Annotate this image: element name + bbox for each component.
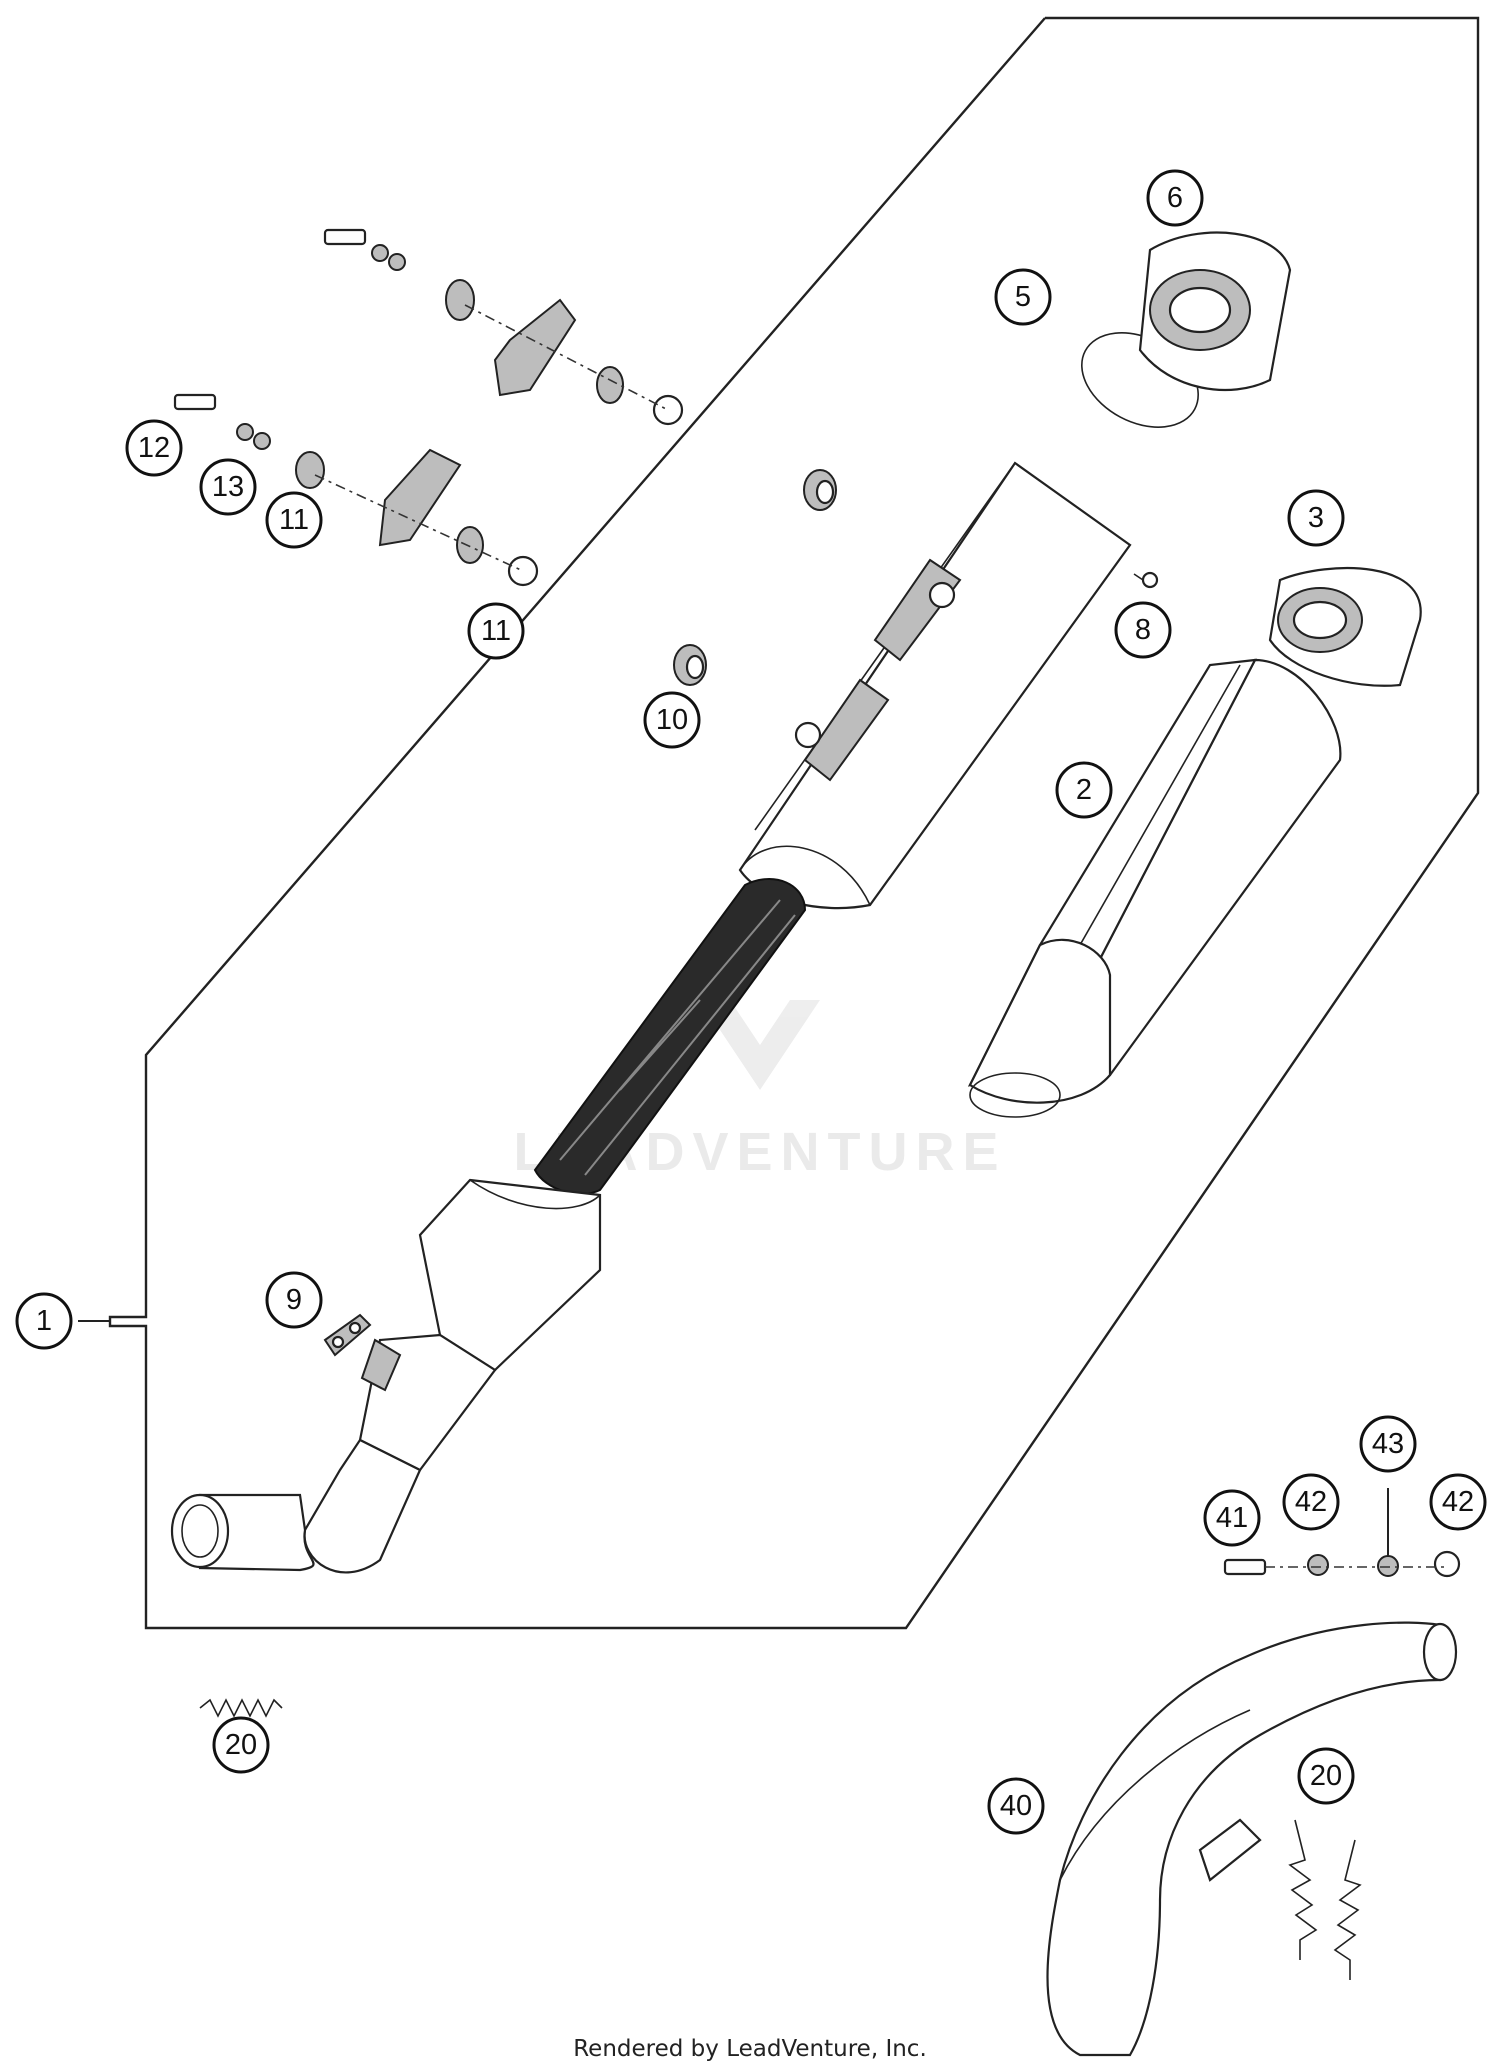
end-cap-small — [1268, 567, 1422, 687]
callout-43: 43 — [1359, 1415, 1417, 1473]
callout-10: 10 — [643, 691, 701, 749]
callout-label: 42 — [1442, 1486, 1474, 1518]
spring-left — [199, 1698, 283, 1718]
callout-label: 13 — [212, 471, 244, 503]
mount-bracket-lower — [173, 393, 539, 587]
header-bolt-group — [1223, 1550, 1461, 1578]
callout-label: 8 — [1135, 614, 1151, 646]
callout-40: 40 — [987, 1777, 1045, 1835]
callout-label: 40 — [1000, 1790, 1032, 1822]
callout-8: 8 — [1114, 601, 1172, 659]
callout-12: 12 — [125, 419, 183, 477]
mount-bracket-upper — [323, 228, 684, 426]
callout-label: 2 — [1076, 774, 1092, 806]
callout-11a: 11 — [265, 491, 323, 549]
spring-right — [1288, 1819, 1362, 1980]
muffler-shell — [738, 461, 1132, 910]
callout-20b: 20 — [1297, 1747, 1355, 1805]
callout-42a: 42 — [1282, 1473, 1340, 1531]
footer-credit: Rendered by LeadVenture, Inc. — [573, 2036, 927, 2062]
callout-11b: 11 — [467, 602, 525, 660]
callout-9: 9 — [265, 1271, 323, 1329]
inlet-cone — [170, 1178, 602, 1574]
callout-label: 11 — [279, 504, 309, 536]
callout-6: 6 — [1146, 169, 1204, 227]
perforated-core — [533, 878, 807, 1195]
callout-3: 3 — [1287, 489, 1345, 547]
callout-label: 3 — [1308, 502, 1324, 534]
callout-41: 41 — [1203, 1489, 1261, 1547]
callout-label: 43 — [1372, 1428, 1404, 1460]
callout-label: 42 — [1295, 1486, 1327, 1518]
callout-1: 1 — [15, 1292, 73, 1350]
callout-label: 20 — [225, 1729, 257, 1761]
callout-label: 10 — [656, 704, 688, 736]
callout-label: 11 — [481, 615, 511, 647]
assembly-frame — [108, 16, 1480, 1630]
callout-label: 9 — [286, 1284, 302, 1316]
header-pipe — [1046, 1621, 1458, 2057]
screw-small — [1133, 571, 1159, 589]
callout-label: 41 — [1216, 1502, 1248, 1534]
callout-5: 5 — [994, 268, 1052, 326]
callout-label: 20 — [1310, 1760, 1342, 1792]
end-cap-large — [1138, 231, 1292, 392]
callout-42b: 42 — [1429, 1473, 1487, 1531]
callout-label: 1 — [36, 1305, 52, 1337]
callout-label: 6 — [1167, 182, 1183, 214]
rubber-grommets — [673, 469, 837, 686]
callout-2: 2 — [1055, 761, 1113, 819]
callout-13: 13 — [199, 458, 257, 516]
callout-label: 5 — [1015, 281, 1031, 313]
pipe-clamp — [323, 1313, 372, 1357]
outer-sleeve — [967, 658, 1342, 1118]
callout-20a: 20 — [212, 1716, 270, 1774]
callout-label: 12 — [138, 432, 170, 464]
